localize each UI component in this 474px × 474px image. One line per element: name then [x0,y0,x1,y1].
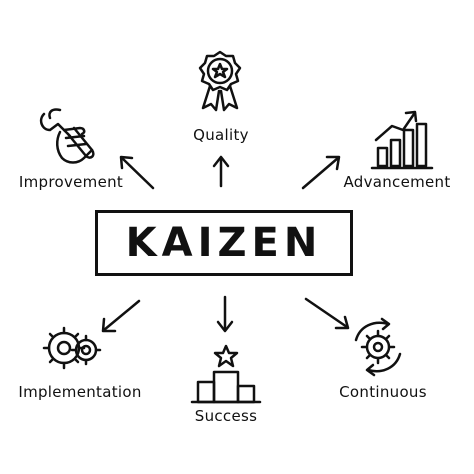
podium-star-icon [190,344,262,404]
label-advancement: Advancement [343,173,451,191]
arrow-to-quality [212,155,230,188]
kaizen-title: KAIZEN [125,220,323,266]
gears-icon [42,326,102,370]
label-improvement: Improvement [18,173,124,191]
arrow-to-implementation [101,299,141,333]
arrow-to-continuous [304,297,350,330]
bar-chart-growth-icon [370,110,434,170]
label-success: Success [194,407,258,425]
arrow-to-improvement [119,155,155,190]
award-ribbon-icon [198,50,242,112]
label-quality: Quality [193,126,249,144]
label-continuous: Continuous [339,383,427,401]
label-implementation: Implementation [18,383,142,401]
kaizen-title-box: KAIZEN [95,210,353,276]
arrow-to-success [216,295,234,333]
arrow-to-advancement [301,155,341,190]
wrench-hand-icon [39,108,95,164]
cycle-gear-icon [354,317,402,377]
